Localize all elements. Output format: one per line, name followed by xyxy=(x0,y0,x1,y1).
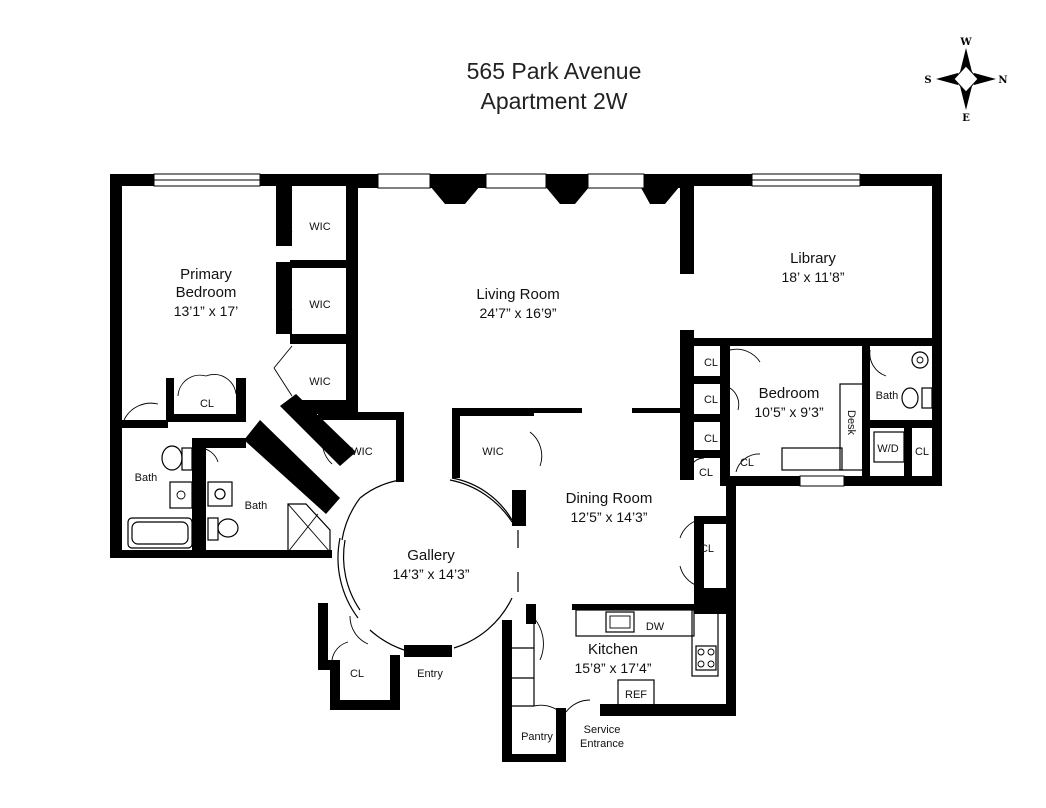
gallery-dim: 14’3” x 14’3” xyxy=(392,566,469,582)
cl-label-8: CL xyxy=(700,543,714,555)
refrigerator-label: REF xyxy=(625,689,647,701)
wic-label-4: WIC xyxy=(351,446,372,458)
cl-label-2: CL xyxy=(704,357,718,369)
wic-label-1: WIC xyxy=(309,221,330,233)
cl-label-7: CL xyxy=(915,446,929,458)
living-room-label: Living Room xyxy=(476,286,559,303)
cl-label-1: CL xyxy=(200,398,214,410)
wic-label-2: WIC xyxy=(309,299,330,311)
library-label: Library xyxy=(790,250,836,267)
desk-label: Desk xyxy=(845,410,857,436)
cl-label-9: CL xyxy=(350,668,364,680)
compass-south: S xyxy=(924,75,931,86)
doors xyxy=(123,189,887,713)
compass-icon: W E S N xyxy=(924,37,1007,124)
title-apartment: Apartment 2W xyxy=(480,88,628,114)
entry-label: Entry xyxy=(417,668,443,680)
primary-bedroom-dim: 13’1” x 17’ xyxy=(174,303,239,319)
service-entrance-label-2: Entrance xyxy=(580,738,624,750)
dishwasher-label: DW xyxy=(646,621,665,633)
pantry-label: Pantry xyxy=(521,731,553,743)
cl-label-6: CL xyxy=(740,457,754,469)
primary-bedroom-label-2: Bedroom xyxy=(176,284,237,301)
washer-dryer-label: W/D xyxy=(877,443,898,455)
wic-label-5: WIC xyxy=(482,446,503,458)
bath-label-2: Bath xyxy=(245,500,268,512)
bedroom-dim: 10’5” x 9’3” xyxy=(754,404,824,420)
cl-label-4: CL xyxy=(704,433,718,445)
room-labels: Primary Bedroom 13’1” x 17’ Living Room … xyxy=(174,250,845,676)
fixtures xyxy=(127,351,933,671)
bath-label-1: Bath xyxy=(135,472,158,484)
interior-walls xyxy=(122,186,932,709)
service-entrance-label-1: Service xyxy=(584,724,621,736)
kitchen-label: Kitchen xyxy=(588,641,638,658)
dining-room-label: Dining Room xyxy=(566,490,653,507)
bedroom-label: Bedroom xyxy=(759,385,820,402)
dining-room-dim: 12’5” x 14’3” xyxy=(570,509,647,525)
kitchen-dim: 15’8” x 17’4” xyxy=(574,660,651,676)
cl-label-3: CL xyxy=(704,394,718,406)
gallery-rotunda xyxy=(337,477,519,657)
compass-east: E xyxy=(962,113,970,124)
gallery-label: Gallery xyxy=(407,547,455,564)
compass-north: N xyxy=(998,75,1007,86)
cl-label-5: CL xyxy=(699,467,713,479)
compass-west: W xyxy=(959,37,972,48)
living-room-dim: 24’7” x 16’9” xyxy=(479,305,556,321)
plan-title: 565 Park Avenue Apartment 2W xyxy=(404,56,704,116)
title-address: 565 Park Avenue xyxy=(466,58,642,84)
library-dim: 18’ x 11’8” xyxy=(781,269,844,285)
wic-label-3: WIC xyxy=(309,376,330,388)
fixture-labels: WIC WIC WIC WIC WIC CL CL CL CL CL CL CL… xyxy=(135,221,929,750)
windows xyxy=(153,173,861,487)
bath-label-3: Bath xyxy=(876,390,899,402)
primary-bedroom-label-1: Primary xyxy=(180,266,232,283)
